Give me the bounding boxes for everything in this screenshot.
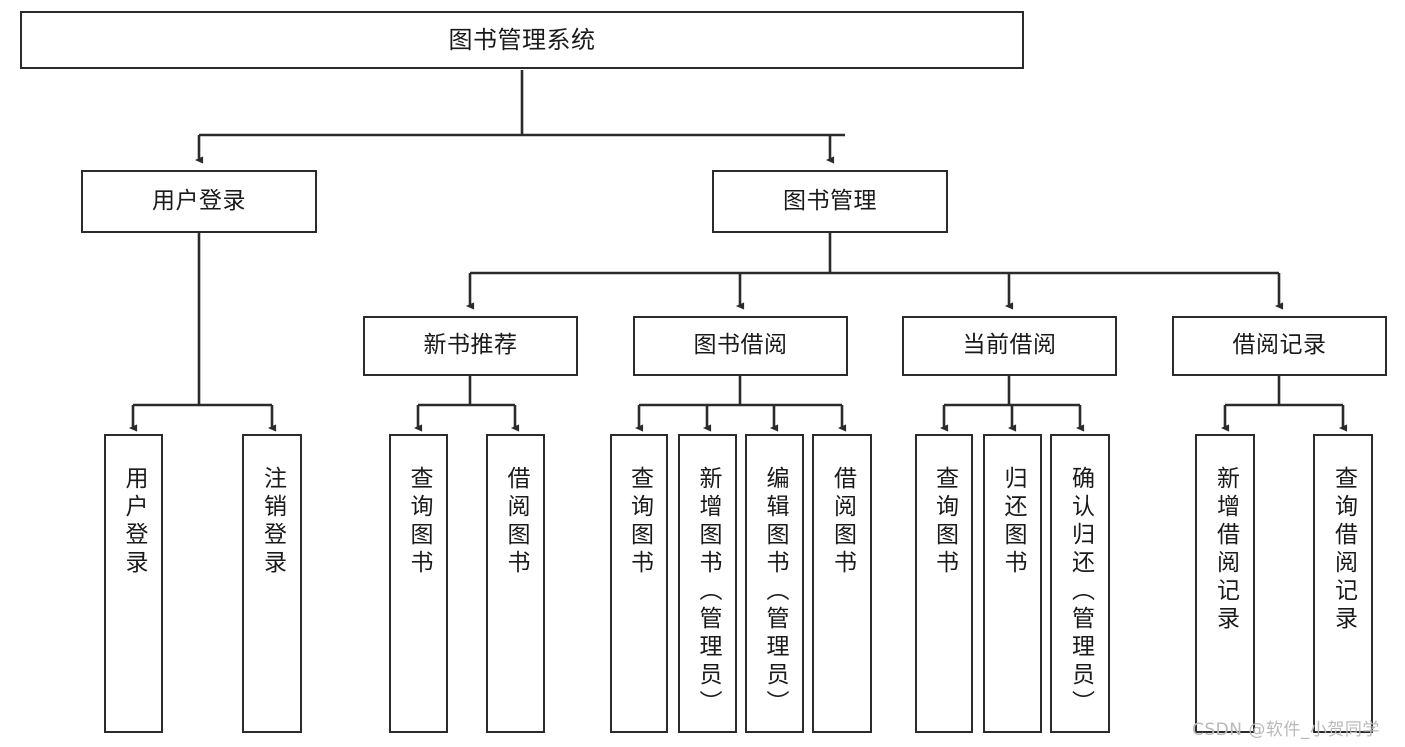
node-label: 借阅记录 — [1232, 332, 1327, 359]
node-label: 归还图书 — [1000, 466, 1026, 578]
node-label: 编辑图书（管理员） — [762, 466, 788, 718]
node-leaf-edit-book[interactable]: 编辑图书（管理员） — [745, 434, 804, 733]
node-label: 查询图书 — [406, 466, 432, 578]
node-leaf-return-book[interactable]: 归还图书 — [983, 434, 1042, 733]
node-leaf-add-book[interactable]: 新增图书（管理员） — [678, 434, 737, 733]
node-borrow-record[interactable]: 借阅记录 — [1172, 316, 1387, 376]
node-label: 用户登录 — [121, 466, 147, 578]
node-book-borrow[interactable]: 图书借阅 — [633, 316, 848, 376]
node-leaf-add-borrow-record[interactable]: 新增借阅记录 — [1195, 434, 1255, 733]
node-label: 新增借阅记录 — [1212, 466, 1239, 634]
node-label: 当前借阅 — [962, 332, 1057, 359]
node-user-login[interactable]: 用户登录 — [81, 170, 317, 233]
node-label: 借阅图书 — [503, 466, 529, 578]
node-label: 新书推荐 — [423, 332, 518, 359]
node-root-book-management-system[interactable]: 图书管理系统 — [20, 11, 1024, 69]
node-label: 用户登录 — [152, 187, 246, 214]
node-leaf-query-book-recommend[interactable]: 查询图书 — [389, 434, 448, 733]
node-label: 图书借阅 — [693, 332, 788, 359]
node-current-borrow[interactable]: 当前借阅 — [902, 316, 1117, 376]
node-new-book-recommend[interactable]: 新书推荐 — [363, 316, 578, 376]
node-leaf-confirm-return[interactable]: 确认归还（管理员） — [1050, 434, 1110, 733]
node-leaf-logout-login[interactable]: 注销登录 — [242, 434, 302, 733]
node-label: 查询图书 — [626, 466, 653, 578]
node-label: 确认归还（管理员） — [1067, 466, 1094, 718]
node-leaf-query-book-borrow[interactable]: 查询图书 — [610, 434, 668, 733]
node-leaf-user-login[interactable]: 用户登录 — [104, 434, 163, 733]
node-leaf-query-borrow-record[interactable]: 查询借阅记录 — [1313, 434, 1373, 733]
node-label: 查询借阅记录 — [1330, 466, 1357, 634]
node-label: 图书管理 — [783, 187, 877, 214]
node-label: 新增图书（管理员） — [695, 466, 721, 718]
node-leaf-borrow-book-recommend[interactable]: 借阅图书 — [486, 434, 545, 733]
node-leaf-borrow-book[interactable]: 借阅图书 — [812, 434, 872, 733]
node-label: 注销登录 — [259, 466, 286, 578]
node-label: 图书管理系统 — [448, 25, 596, 54]
node-leaf-query-book-current[interactable]: 查询图书 — [915, 434, 973, 733]
node-book-manage[interactable]: 图书管理 — [712, 170, 948, 233]
node-label: 借阅图书 — [829, 466, 856, 578]
node-label: 查询图书 — [931, 466, 958, 578]
